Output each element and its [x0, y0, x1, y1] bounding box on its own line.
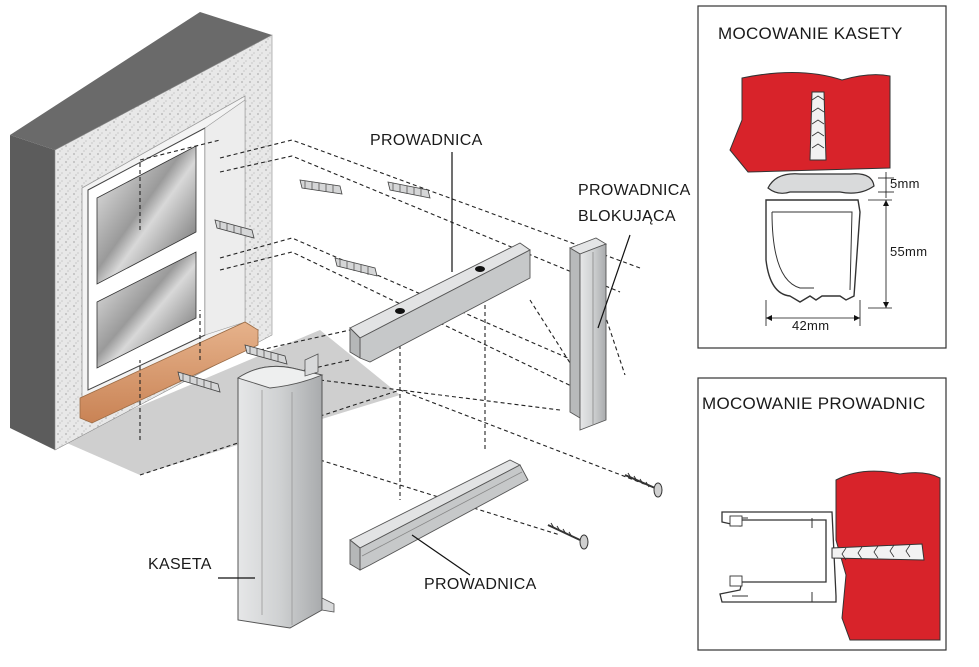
screw-lower	[547, 522, 589, 550]
dim-55mm: 55mm	[890, 244, 928, 259]
lower-glass	[96, 251, 197, 369]
inset-kasety-title: MOCOWANIE KASETY	[718, 24, 903, 43]
inset2-anchor	[831, 543, 925, 561]
screws	[547, 472, 663, 550]
wall-top	[10, 12, 272, 150]
inset-prowadnic-title: MOCOWANIE PROWADNIC	[702, 394, 926, 413]
upper-glass	[96, 145, 197, 285]
assembly-lines	[139, 139, 661, 536]
wall	[10, 12, 400, 475]
anchor-5	[244, 344, 288, 365]
label-prowadnica-blokujaca-2: BLOKUJĄCA	[578, 208, 676, 225]
wall-anchors	[177, 179, 431, 393]
inset-guide-mounting	[697, 377, 947, 651]
label-prowadnica-blokujaca-1: PROWADNICA	[578, 182, 691, 199]
inset1-profile	[765, 199, 861, 303]
screw-upper	[624, 472, 663, 498]
anchor-1	[299, 179, 343, 195]
inset1-wall	[729, 71, 891, 173]
anchor-2	[387, 181, 431, 199]
guide-rail-bottom	[349, 459, 529, 571]
locking-guide	[568, 237, 608, 431]
anchor-6	[177, 371, 221, 393]
window-reveal	[204, 99, 246, 336]
inset1-anchor	[809, 91, 827, 161]
guide-rail-top	[349, 242, 531, 363]
label-prowadnica-top: PROWADNICA	[370, 132, 483, 149]
wall-side	[10, 135, 55, 450]
dim-42mm: 42mm	[792, 318, 830, 333]
anchor-4	[334, 257, 378, 277]
inset-cassette-mounting	[697, 5, 947, 349]
inset1-bracket	[767, 173, 875, 194]
label-kaseta: KASETA	[148, 556, 212, 573]
anchor-3	[214, 219, 255, 239]
leader-lines	[218, 152, 631, 579]
label-prowadnica-bottom: PROWADNICA	[424, 576, 537, 593]
cassette	[236, 353, 335, 629]
dim-5mm: 5mm	[890, 176, 920, 191]
window-sill	[79, 321, 259, 424]
inset1-dimensions	[765, 172, 894, 326]
